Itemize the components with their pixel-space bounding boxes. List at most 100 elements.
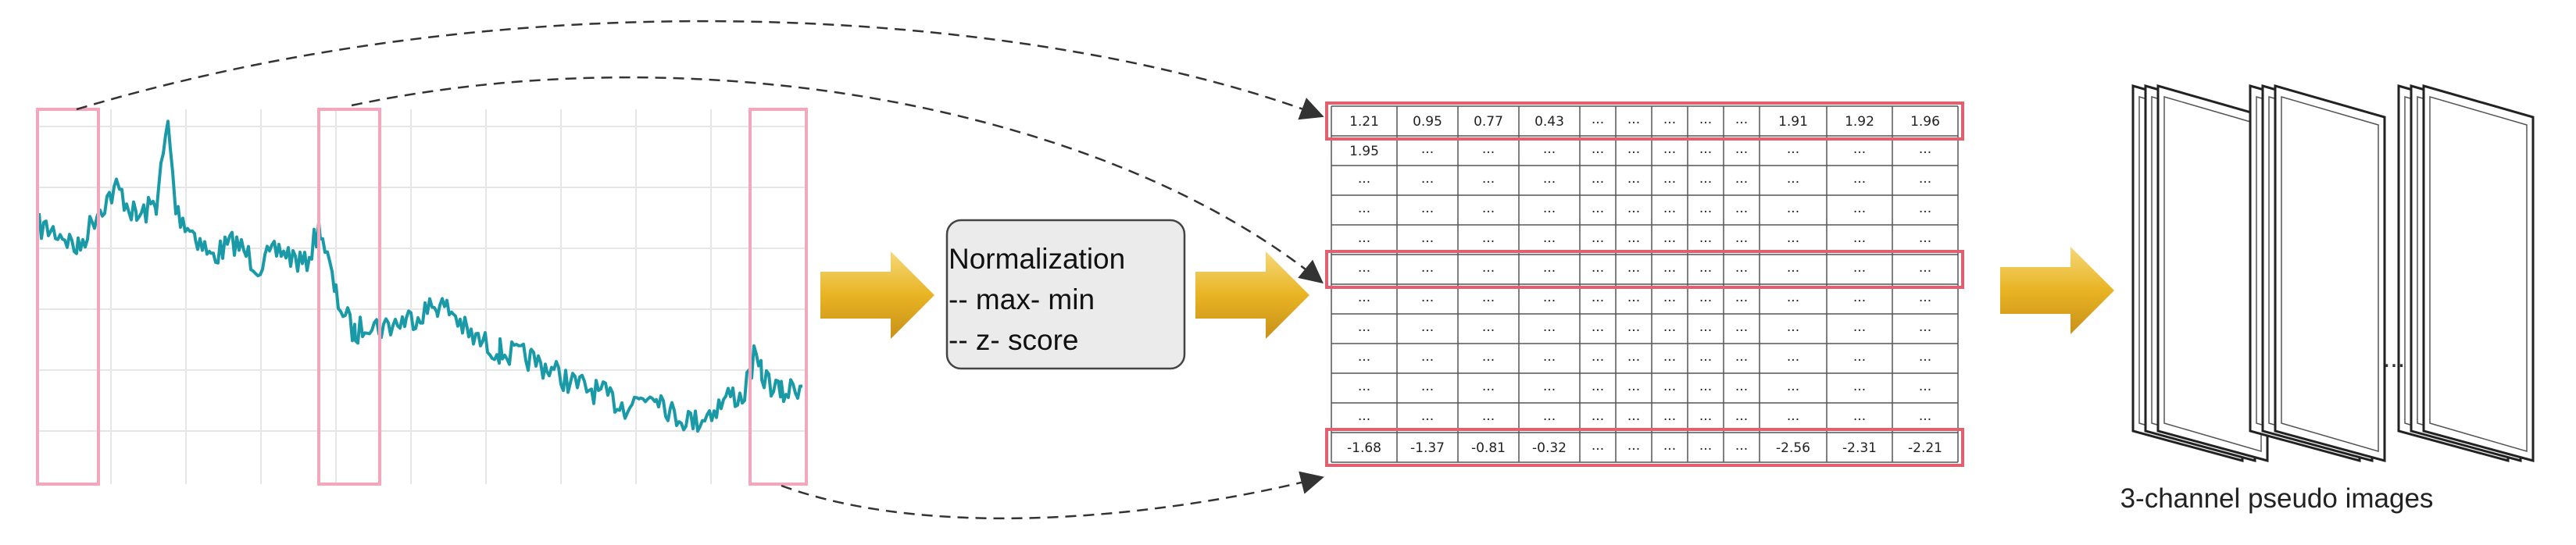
matrix-cell: ... <box>1853 290 1866 305</box>
matrix-cell: ... <box>1627 201 1640 216</box>
matrix-cell: ... <box>1919 171 1931 187</box>
matrix-cell: ... <box>1735 230 1748 246</box>
matrix-cell: ... <box>1699 230 1712 246</box>
matrix-cell: ... <box>1853 201 1866 216</box>
matrix-cell: ... <box>1592 319 1604 335</box>
matrix-cell: ... <box>1663 171 1676 187</box>
pseudo-image-channel-inner <box>2429 96 2528 452</box>
matrix-cell: ... <box>1699 290 1712 305</box>
matrix-cell: ... <box>1663 319 1676 335</box>
matrix-cell: ... <box>1853 171 1866 187</box>
connector-arrow-middle-row <box>351 76 1324 284</box>
window-highlight-right <box>749 108 808 486</box>
matrix-cell: ... <box>1787 408 1799 424</box>
matrix-cell: ... <box>1543 260 1556 276</box>
matrix-cell: ... <box>1421 408 1434 424</box>
normalization-title: Normalization <box>949 243 1125 275</box>
matrix-cell: ... <box>1421 260 1434 276</box>
matrix-cell: ... <box>1663 141 1676 157</box>
matrix-cell: ... <box>1543 408 1556 424</box>
matrix-cell: ... <box>1699 141 1712 157</box>
matrix-cell: ... <box>1358 379 1370 394</box>
matrix-cell: ... <box>1787 379 1799 394</box>
matrix-cell: ... <box>1853 230 1866 246</box>
matrix-cell: -2.31 <box>1842 440 1877 456</box>
matrix-cell: 1.92 <box>1845 114 1874 130</box>
pseudo-image-stacks <box>2131 84 2535 462</box>
pseudo-image-channel <box>2274 84 2386 462</box>
flow-arrows <box>820 247 2114 339</box>
matrix-cell: ... <box>1853 141 1866 157</box>
matrix-cell: -1.37 <box>1410 440 1445 456</box>
matrix-cell: ... <box>1421 290 1434 305</box>
matrix-cell: ... <box>1853 260 1866 276</box>
matrix-cell: -0.81 <box>1471 440 1506 456</box>
matrix-cell: ... <box>1482 201 1495 216</box>
matrix-cell: ... <box>1358 171 1370 187</box>
time-series-line <box>38 119 803 433</box>
pseudo-image-channel <box>2422 84 2535 462</box>
matrix-cell: ... <box>1699 319 1712 335</box>
matrix-cell: ... <box>1543 141 1556 157</box>
matrix-cell: ... <box>1919 349 1931 365</box>
flow-arrow-2 <box>1195 251 1309 339</box>
matrix-cell: ... <box>1627 112 1640 127</box>
matrix-cell: ... <box>1421 230 1434 246</box>
matrix-cell: ... <box>1592 438 1604 454</box>
matrix-cell: ... <box>1482 260 1495 276</box>
matrix-cell: ... <box>1543 319 1556 335</box>
matrix-cell: ... <box>1787 171 1799 187</box>
matrix-cell: ... <box>1787 201 1799 216</box>
matrix-cell: ... <box>1592 408 1604 424</box>
matrix-cell: ... <box>1627 379 1640 394</box>
matrix-cell: ... <box>1592 230 1604 246</box>
matrix-cell: ... <box>1482 290 1495 305</box>
matrix-cell: ... <box>1919 141 1931 157</box>
matrix-cell: ... <box>1482 379 1495 394</box>
matrix-cell: ... <box>1699 349 1712 365</box>
output-label: 3-channel pseudo images <box>2120 483 2434 514</box>
matrix-cell: 0.95 <box>1413 114 1442 130</box>
time-series-grid <box>38 109 808 484</box>
stack-ellipsis: ... <box>2383 344 2405 373</box>
matrix-cell: ... <box>1627 290 1640 305</box>
matrix-cell: ... <box>1919 201 1931 216</box>
matrix-cell: ... <box>1787 290 1799 305</box>
matrix-cell: ... <box>1358 230 1370 246</box>
matrix-cell: ... <box>1543 171 1556 187</box>
matrix-cell: ... <box>1482 408 1495 424</box>
matrix-cell: ... <box>1358 260 1370 276</box>
matrix-cell: ... <box>1358 290 1370 305</box>
matrix-row-highlight <box>1325 102 1964 141</box>
connector-arrow-top-row <box>76 20 1324 120</box>
matrix-row-highlight <box>1325 428 1964 467</box>
matrix-cell: 1.21 <box>1349 114 1379 130</box>
matrix-cell: ... <box>1663 112 1676 127</box>
matrix-cell: ... <box>1663 260 1676 276</box>
matrix-cell: 0.43 <box>1535 114 1564 130</box>
matrix-cell: ... <box>1627 260 1640 276</box>
matrix-cell: ... <box>1699 112 1712 127</box>
matrix-cell: ... <box>1735 112 1748 127</box>
matrix-cell: ... <box>1592 112 1604 127</box>
matrix-cell: 0.77 <box>1474 114 1503 130</box>
matrix-cell: ... <box>1627 408 1640 424</box>
matrix-cell: ... <box>1482 349 1495 365</box>
matrix-cell: ... <box>1735 290 1748 305</box>
matrix-cell: ... <box>1919 230 1931 246</box>
matrix-cell: -2.21 <box>1908 440 1942 456</box>
pseudo-image-channel-inner <box>2163 96 2262 452</box>
matrix-cell: ... <box>1699 171 1712 187</box>
matrix-cell: ... <box>1663 230 1676 246</box>
matrix-cell: ... <box>1543 230 1556 246</box>
matrix-cell: ... <box>1735 141 1748 157</box>
matrix-cell: ... <box>1358 201 1370 216</box>
matrix-cell: ... <box>1919 290 1931 305</box>
matrix-cell: ... <box>1663 290 1676 305</box>
matrix-cell: ... <box>1482 319 1495 335</box>
matrix-cell: ... <box>1358 319 1370 335</box>
matrix-cell: ... <box>1919 260 1931 276</box>
matrix-cell: ... <box>1735 260 1748 276</box>
matrix-cell: ... <box>1919 379 1931 394</box>
matrix-cell: ... <box>1735 349 1748 365</box>
